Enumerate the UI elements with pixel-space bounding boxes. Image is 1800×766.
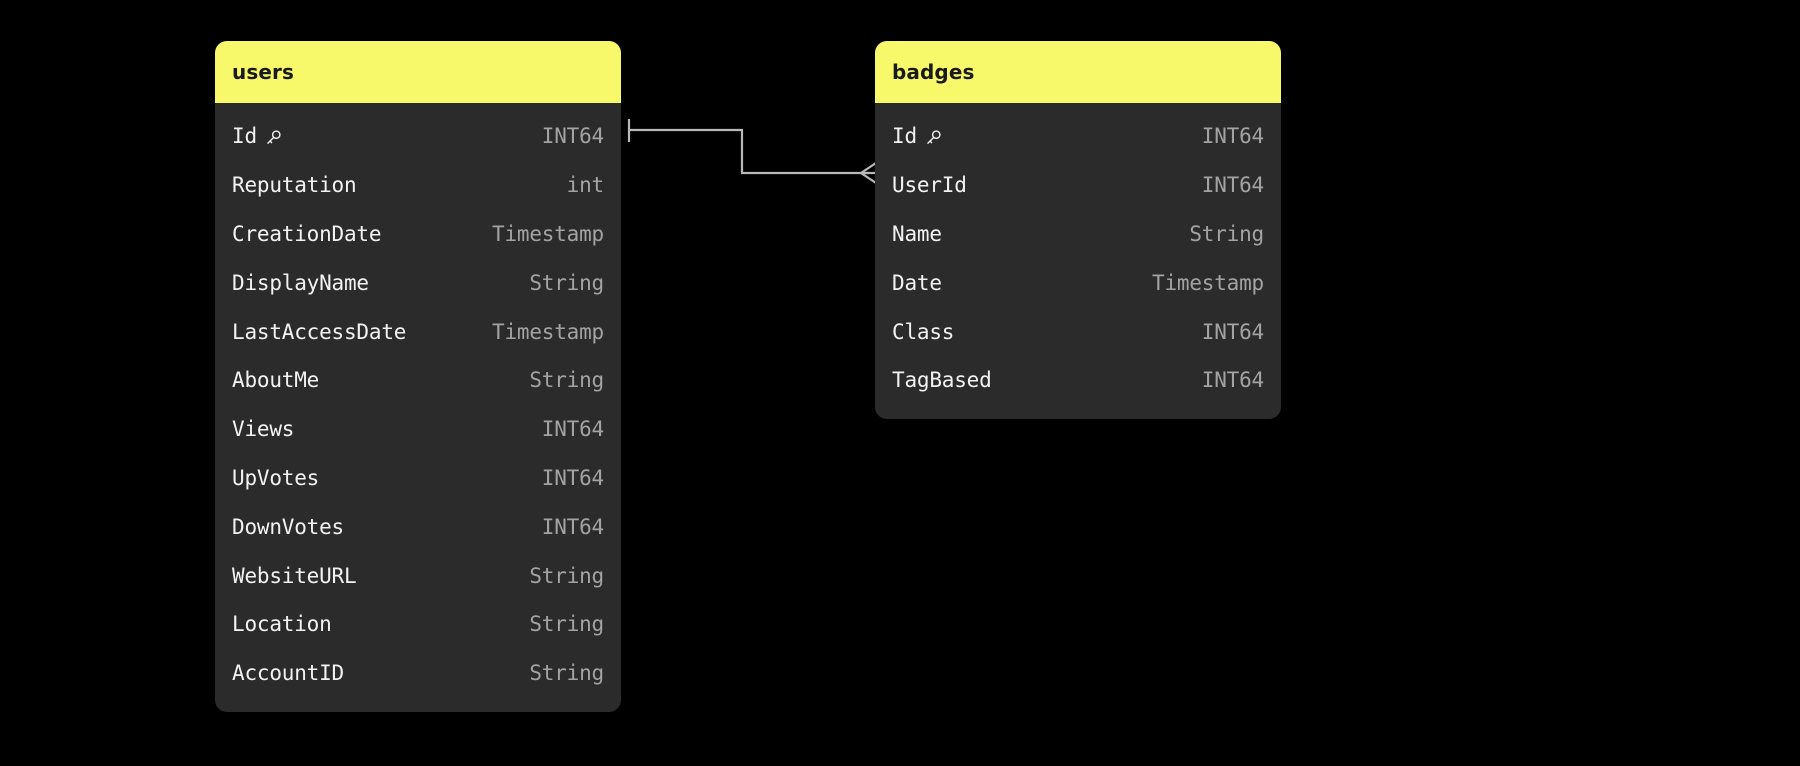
- field-name: Reputation: [232, 173, 357, 198]
- entity-title: badges: [892, 60, 975, 84]
- field-type: String: [529, 368, 604, 393]
- field-name: DisplayName: [232, 270, 369, 295]
- entity-header-badges[interactable]: badges: [875, 41, 1281, 103]
- field-row-displayname[interactable]: DisplayName String: [215, 258, 621, 307]
- relationship-line: [629, 128, 869, 175]
- field-row-date[interactable]: Date Timestamp: [875, 258, 1281, 307]
- entity-header-users[interactable]: users: [215, 41, 621, 103]
- entity-title: users: [232, 60, 294, 84]
- field-name: WebsiteURL: [232, 563, 357, 588]
- field-type: INT64: [1201, 173, 1264, 198]
- field-row-tagbased[interactable]: TagBased INT64: [875, 356, 1281, 405]
- field-row-name[interactable]: Name String: [875, 210, 1281, 259]
- field-row-views[interactable]: Views INT64: [215, 405, 621, 454]
- field-type: Timestamp: [1152, 270, 1264, 295]
- field-row-upvotes[interactable]: UpVotes INT64: [215, 454, 621, 503]
- field-type: Timestamp: [492, 221, 604, 246]
- field-row-accountid[interactable]: AccountID String: [215, 649, 621, 698]
- field-row-lastaccessdate[interactable]: LastAccessDate Timestamp: [215, 307, 621, 356]
- entity-fields-badges: Id INT64 UserId INT64 Name S: [875, 103, 1281, 419]
- field-name: Date: [892, 270, 942, 295]
- entity-badges[interactable]: badges Id INT64 UserId: [875, 41, 1281, 419]
- field-type: INT64: [541, 514, 604, 539]
- field-name: CreationDate: [232, 221, 382, 246]
- field-type: Timestamp: [492, 319, 604, 344]
- field-type: INT64: [541, 417, 604, 442]
- field-type: String: [1189, 221, 1264, 246]
- field-name: TagBased: [892, 368, 992, 393]
- key-icon: [264, 128, 283, 147]
- field-name: LastAccessDate: [232, 319, 407, 344]
- field-name: UserId: [892, 173, 967, 198]
- cardinality-many-marker: [859, 162, 877, 184]
- field-name: UpVotes: [232, 465, 320, 490]
- field-name: Id: [892, 124, 943, 148]
- key-icon: [924, 128, 943, 147]
- entity-fields-users: Id INT64 Reputation int CreationDate: [215, 103, 621, 712]
- field-name: AccountID: [232, 661, 344, 686]
- field-row-class[interactable]: Class INT64: [875, 307, 1281, 356]
- field-row-reputation[interactable]: Reputation int: [215, 161, 621, 210]
- field-row-id[interactable]: Id INT64: [215, 112, 621, 161]
- field-type: INT64: [541, 124, 604, 149]
- field-type: String: [529, 612, 604, 637]
- field-name: Class: [892, 319, 955, 344]
- field-row-userid[interactable]: UserId INT64: [875, 161, 1281, 210]
- field-type: String: [529, 563, 604, 588]
- field-name: DownVotes: [232, 514, 344, 539]
- field-name: Id: [232, 124, 283, 148]
- field-name: Name: [892, 221, 942, 246]
- field-type: INT64: [1201, 124, 1264, 149]
- field-row-aboutme[interactable]: AboutMe String: [215, 356, 621, 405]
- field-name: Location: [232, 612, 332, 637]
- entity-users[interactable]: users Id INT64 Reputation: [215, 41, 621, 712]
- field-row-id[interactable]: Id INT64: [875, 112, 1281, 161]
- field-row-websiteurl[interactable]: WebsiteURL String: [215, 551, 621, 600]
- field-name: AboutMe: [232, 368, 320, 393]
- field-type: INT64: [1201, 319, 1264, 344]
- field-type: INT64: [541, 465, 604, 490]
- field-name: Views: [232, 417, 295, 442]
- relationship-users-id-to-badges-userid: [627, 119, 877, 184]
- field-row-downvotes[interactable]: DownVotes INT64: [215, 502, 621, 551]
- field-row-creationdate[interactable]: CreationDate Timestamp: [215, 210, 621, 259]
- field-row-location[interactable]: Location String: [215, 600, 621, 649]
- field-type: String: [529, 661, 604, 686]
- field-type: int: [566, 173, 605, 198]
- field-type: String: [529, 270, 604, 295]
- field-type: INT64: [1201, 368, 1264, 393]
